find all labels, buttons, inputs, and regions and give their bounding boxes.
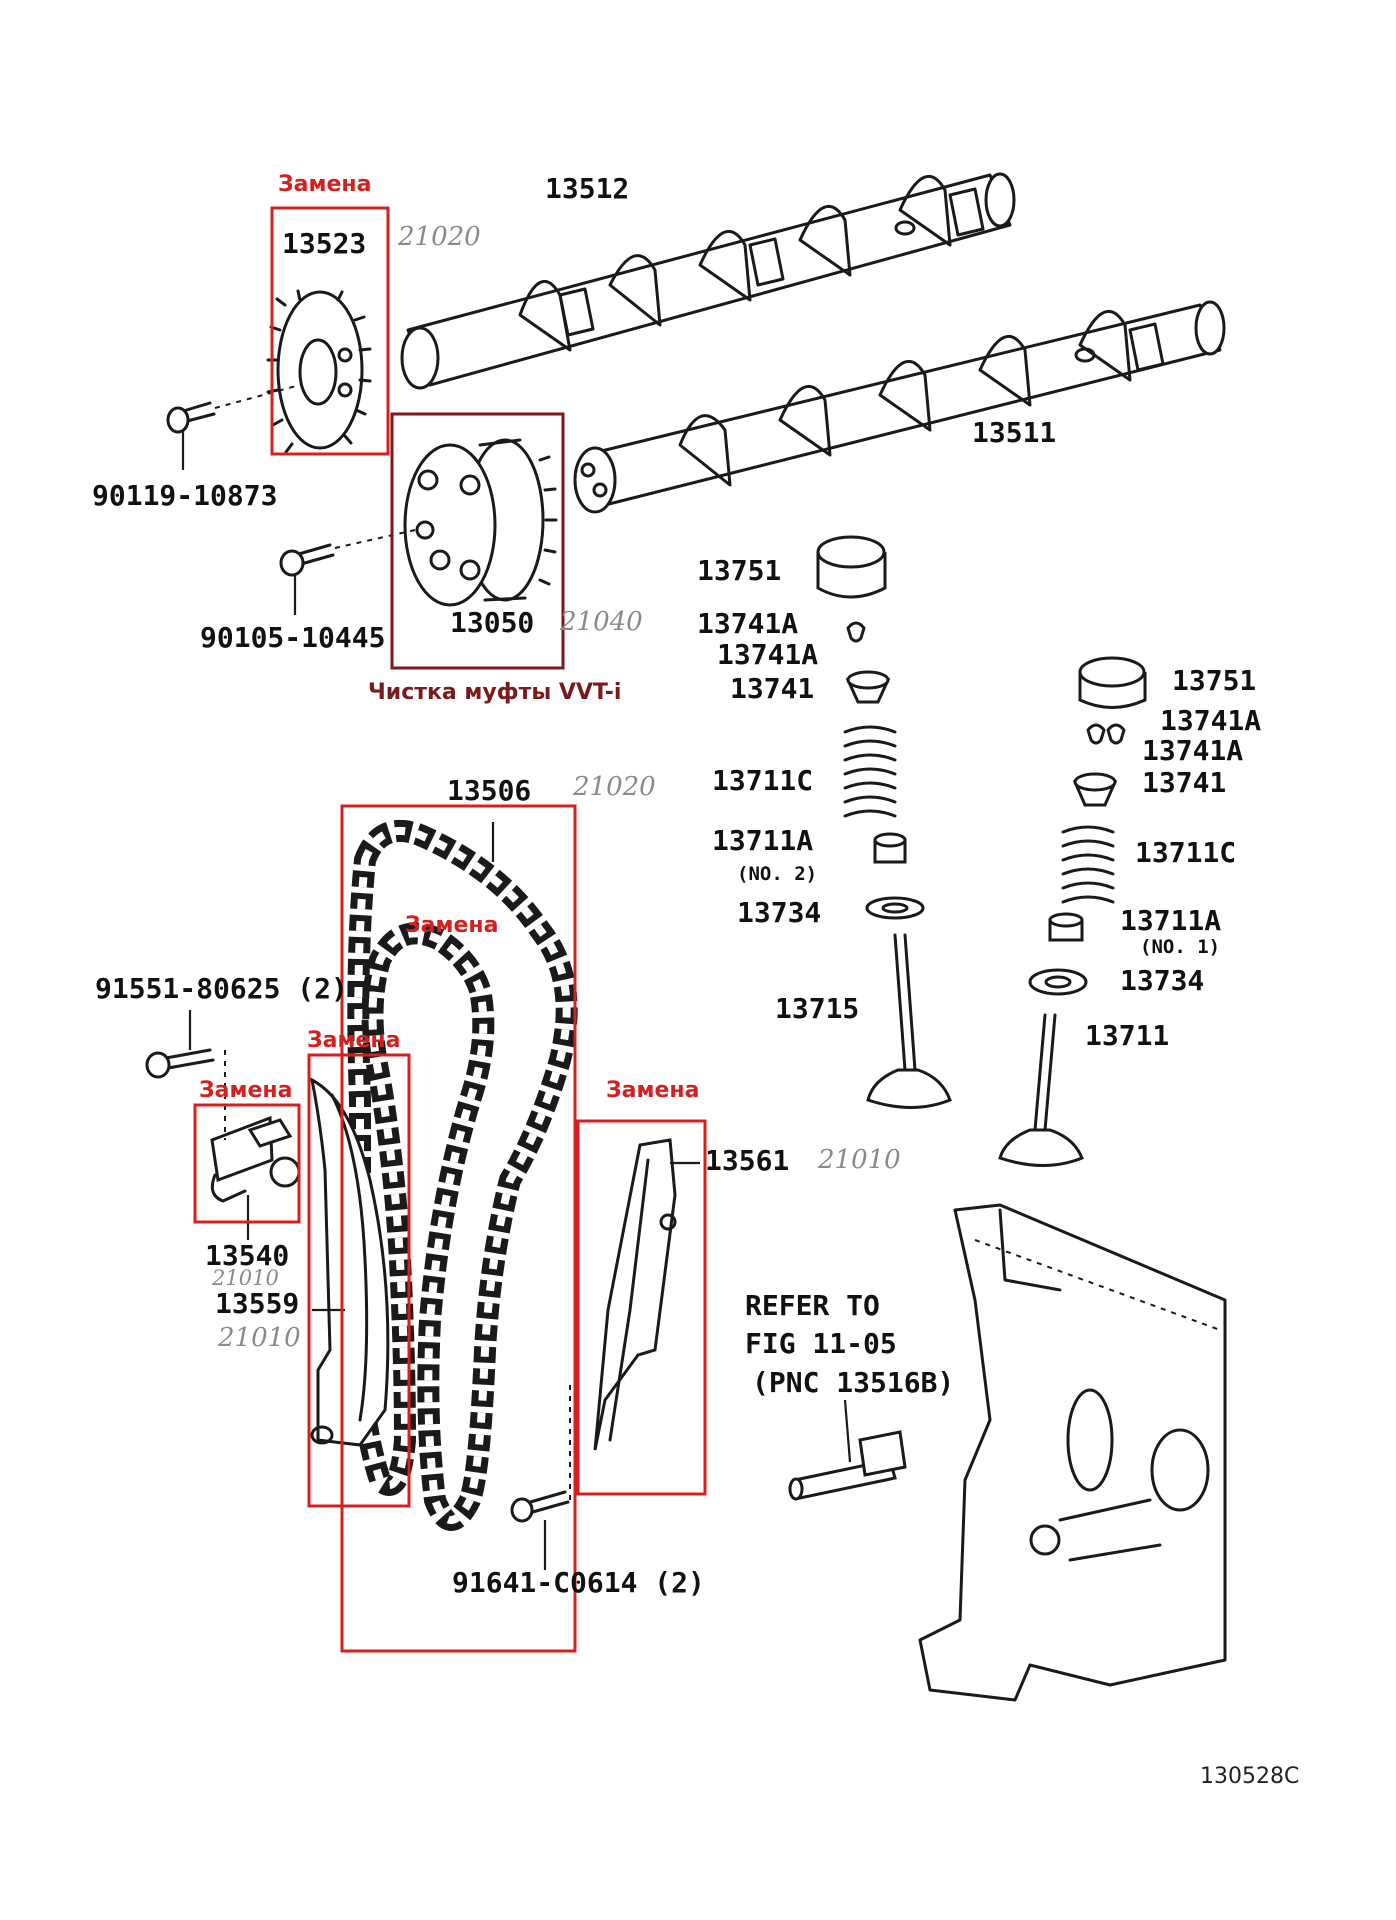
- tensioner-highlight-box: [193, 1103, 301, 1224]
- label-13741-b: 13741: [1142, 766, 1226, 799]
- chain-highlight-box: [340, 804, 577, 1653]
- label-13561: 13561: [705, 1144, 789, 1177]
- vvt-gear-13050: [403, 438, 558, 607]
- slipper-highlight-box: [307, 1053, 411, 1508]
- label-13751-a: 13751: [697, 554, 781, 587]
- label-13734-a: 13734: [737, 896, 821, 929]
- label-13741A-4: 13741A: [1142, 734, 1243, 767]
- engine-block-outline: [918, 1203, 1227, 1702]
- label-13741-a: 13741: [730, 672, 814, 705]
- label-13511: 13511: [972, 416, 1056, 449]
- lifter-13751-b: [1078, 656, 1147, 709]
- vvt-highlight-box: [390, 412, 565, 670]
- label-13741A-1: 13741A: [697, 607, 798, 640]
- label-no2: (NO. 2): [737, 863, 817, 885]
- handwritten-13559: 21010: [217, 1323, 301, 1353]
- seal-13711A-a: [873, 832, 907, 864]
- sprocket-highlight-box: [270, 206, 390, 456]
- keeper-13741A-a: [846, 621, 866, 643]
- label-13734-b: 13734: [1120, 964, 1204, 997]
- lifter-13751-a: [816, 535, 887, 599]
- valve-13711: [998, 1013, 1084, 1167]
- camshaft-13511: [573, 300, 1226, 514]
- annotation-vvt: Чистка муфты VVT-i: [368, 680, 621, 705]
- label-90105-10445: 90105-10445: [200, 621, 385, 654]
- valve-13715: [866, 933, 952, 1109]
- camshaft-13512: [400, 172, 1016, 390]
- keeper-13741A-b: [1086, 723, 1126, 745]
- label-13711: 13711: [1085, 1019, 1169, 1052]
- label-91641-C0614: 91641-C0614 (2): [452, 1566, 705, 1599]
- label-13506: 13506: [447, 774, 531, 807]
- chain-damper-13561: [593, 1138, 700, 1451]
- label-13741A-3: 13741A: [1160, 704, 1261, 737]
- handwritten-13561: 21010: [817, 1145, 901, 1175]
- label-13715: 13715: [775, 992, 859, 1025]
- refer-line-3: (PNC 13516B): [752, 1366, 954, 1399]
- label-13711A-a: 13711A: [712, 824, 813, 857]
- label-13050: 13050: [450, 606, 534, 639]
- retainer-13741-a: [845, 670, 891, 704]
- washer-13734-b: [1028, 968, 1088, 996]
- bolt-91641-C0614: [510, 1385, 571, 1570]
- seal-13711A-b: [1048, 912, 1084, 942]
- label-13711C-a: 13711C: [712, 764, 813, 797]
- handwritten-13540: 21010: [211, 1266, 279, 1290]
- annotation-chain: Замена: [405, 913, 498, 938]
- handwritten-13506: 21020: [572, 772, 656, 802]
- chain-slipper-13559: [309, 1077, 390, 1447]
- washer-13734-a: [865, 896, 925, 920]
- label-90119-10873: 90119-10873: [92, 479, 277, 512]
- spring-13711C-b: [1061, 825, 1115, 904]
- label-13540: 13540: [205, 1239, 289, 1272]
- spring-13711C-a: [843, 725, 897, 818]
- annotation-guide: Замена: [307, 1028, 400, 1053]
- label-13751-b: 13751: [1172, 664, 1256, 697]
- refer-line-2: FIG 11-05: [745, 1327, 897, 1360]
- tensioner-13540: [210, 1115, 301, 1240]
- damper-highlight-box: [576, 1119, 707, 1496]
- label-13559: 13559: [215, 1287, 299, 1320]
- label-no1: (NO. 1): [1140, 936, 1220, 958]
- label-13523: 13523: [282, 227, 366, 260]
- camshaft-pin-13516B: [788, 1399, 907, 1501]
- handwritten-13523: 21020: [397, 222, 481, 252]
- refer-line-1: REFER TO: [745, 1289, 880, 1322]
- annotation-sprocket: Замена: [278, 172, 371, 197]
- label-13512: 13512: [545, 172, 629, 205]
- label-13741A-2: 13741A: [717, 638, 818, 671]
- bolt-90105-10445: [279, 529, 416, 615]
- figure-code: 130528C: [1200, 1764, 1299, 1789]
- label-91551-80625: 91551-80625 (2): [95, 972, 348, 1005]
- retainer-13741-b: [1072, 772, 1118, 807]
- handwritten-13050: 21040: [559, 607, 643, 637]
- annotation-tensioner: Замена: [199, 1078, 292, 1103]
- bolt-90119-10873: [166, 384, 301, 470]
- cam-sprocket-13523: [266, 289, 372, 454]
- label-13711C-b: 13711C: [1135, 836, 1236, 869]
- annotation-damper: Замена: [606, 1078, 699, 1103]
- label-13711A-b: 13711A: [1120, 904, 1221, 937]
- bolt-91551-80625: [145, 1010, 226, 1140]
